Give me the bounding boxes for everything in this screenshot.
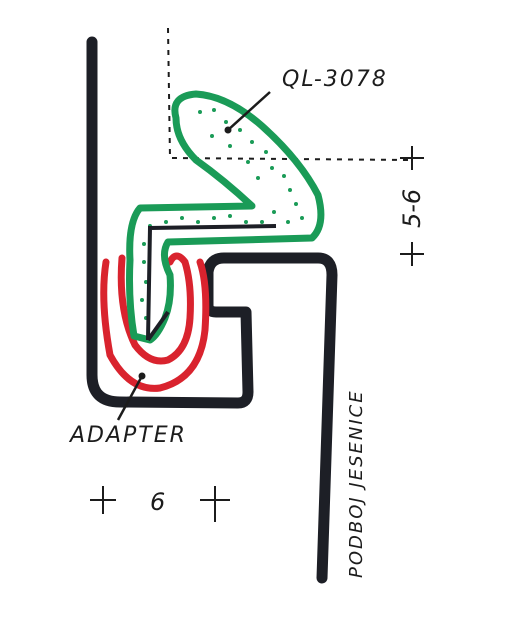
label-frame-side: PODBOJ JESENICE — [346, 389, 367, 578]
dimension-right-value: 5-6 — [398, 189, 426, 228]
dimension-right: 5-6 — [398, 146, 426, 266]
leader-profile-code — [227, 91, 271, 131]
adapter-inner — [117, 252, 194, 365]
dashed-reference-line — [167, 27, 411, 161]
leader-dot-adapter — [138, 372, 146, 380]
label-profile-code: QL-3078 — [282, 67, 388, 92]
label-adapter: ADAPTER — [68, 423, 187, 448]
leader-dot-profile — [224, 126, 232, 134]
seal-core-line — [146, 224, 277, 341]
adapter-outer — [100, 258, 210, 392]
green-seal-outline — [126, 90, 325, 344]
seal-core-arrow — [146, 310, 170, 342]
door-leaf-profile — [86, 36, 338, 584]
dimension-bottom: 6 — [90, 486, 230, 522]
leader-adapter — [116, 375, 144, 421]
dimension-bottom-value: 6 — [150, 488, 165, 516]
